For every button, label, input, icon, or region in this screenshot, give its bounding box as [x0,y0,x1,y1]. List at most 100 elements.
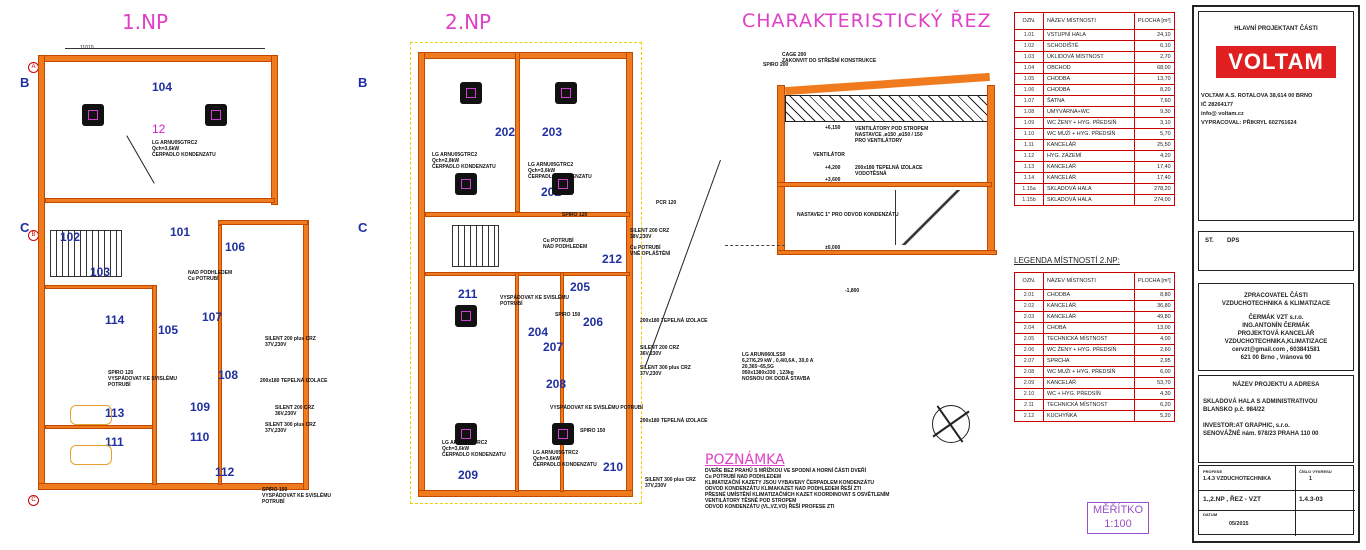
date-label: DATUM [1203,512,1218,517]
room-code: 1.06 [1014,84,1044,96]
wall-113 [45,425,155,429]
room-area: 6,20 [1134,399,1175,411]
stage-value: DPS [1227,238,1240,244]
date-value: 05/2015 [1229,521,1249,527]
room-code: 2.02 [1014,300,1044,312]
room-area: 53,70 [1134,377,1175,389]
wall-stair [218,220,308,225]
room-name: VSTUPNÍ HALA [1043,29,1135,41]
note-silent300b: SILENT 300 plus CRZ 37V,230V [645,477,696,489]
level-label: +4,200 [825,165,841,171]
room-area: 25,50 [1134,139,1175,151]
room-code: 1.11 [1014,139,1044,151]
room-209: 209 [458,468,479,482]
ac-cassette-icon [552,423,574,445]
room-203: 203 [542,125,563,139]
north-arrow-icon [932,405,970,443]
room-area: 49,80 [1134,311,1175,323]
wall-north [38,55,278,62]
profese-label: PROFESE [1203,469,1223,474]
wall-east [271,55,278,205]
room-code: 1.03 [1014,51,1044,63]
note-ventilator: VENTILÁTOR [813,152,845,158]
legend-2np-title: LEGENDA MÍSTNOSTÍ 2.NP: [1014,256,1120,265]
col-header: NÁZEV MÍSTNOSTI [1043,272,1135,290]
ac-cassette-icon [205,104,227,126]
roof-outline [410,42,642,504]
note-cage: CAGE 200 ZAKONVIT DO STŘEŠNÍ KONSTRUKCE [782,52,877,64]
leader-line [126,135,155,184]
room-area: 24,10 [1134,29,1175,41]
room-area: 6,10 [1134,40,1175,52]
room-area: 6,00 [1134,366,1175,378]
drawing-code: 1.4.3-03 [1299,496,1323,503]
room-name: HYG. ZÁZEMÍ [1043,150,1135,162]
note-line: PŘESNÉ UMÍSTĚNÍ KLIMATIZAČNÍCH KAZET KOO… [705,492,890,498]
roof-slope [784,72,991,96]
room-code: 1.04 [1014,62,1044,74]
note-pcr: PCR 120 [656,200,677,206]
wall-east2 [303,220,309,490]
sheet-no: 1 [1309,476,1312,482]
note-line: Cu POTRUBÍ NAD PODHLEDEM [705,474,782,480]
note-line: VENTILÁTORY TĚSNĚ POD STROPEM [705,498,797,504]
note-vyspadovat2: VYSPÁDOVAT KE SVISLÉMU POTRUBÍ [550,405,643,411]
roof-truss [785,95,992,122]
room-code: 2.12 [1014,410,1044,422]
room-area: 278,20 [1134,183,1175,195]
note-tepelna: 200x180 TEPELNÁ IZOLACE [260,378,328,384]
room-code: 1.15b [1014,194,1044,206]
ac-cassette-icon [555,82,577,104]
room-code: 2.04 [1014,322,1044,334]
note-izol: 200x180 TEPELNÁ IZOLACE VODOTĚSNÁ [855,165,923,177]
room-code: 1.05 [1014,73,1044,85]
note-line: ODVOD KONDENZÁTU KLIMAKAZET NAD PODHLEDE… [705,486,862,492]
title-block: HLAVNÍ PROJEKTANT ČÁSTI VOLTAM VOLTAM A.… [1192,5,1360,543]
main-designer-header: HLAVNÍ PROJEKTANT ČÁSTI [1234,26,1318,32]
room-area: 3,10 [1134,117,1175,129]
section-title: CHARAKTERISTICKÝ ŘEZ [742,10,992,32]
room-name: KANCELÁŘ [1043,377,1135,389]
room-101: 101 [170,225,191,239]
wall-mid2 [425,272,630,276]
profese-value: 1.4.3 VZDUCHOTECHNIKA [1203,476,1271,482]
leader-line [644,159,721,367]
room-code: 2.06 [1014,344,1044,356]
investor: INVESTOR:AT GRAPHIC, s.r.o. SENOVÁŽNÉ ná… [1203,423,1319,437]
room-205: 205 [570,280,591,294]
wall-core [218,225,222,485]
level-label: ±0,000 [825,245,841,251]
room-name: SPRCHA [1043,355,1135,367]
level-label: +6,150 [825,125,841,131]
note-nastavec: NASTAVEC 1" PRO ODVOD KONDENZÁTU [797,212,899,218]
room-name: OBCHOD [1043,62,1135,74]
room-area: 4,30 [1134,388,1175,400]
wall-211 [515,272,519,492]
note-silent300: SILENT 300 plus CRZ 37V,230V [640,365,691,377]
room-code: 1.10 [1014,128,1044,140]
wall-north [418,52,633,59]
note-spiro120: SPIRO 120 [562,212,588,218]
room-name: CHODBA [1043,73,1135,85]
wall-114 [45,285,155,289]
room-area: 7,60 [1134,95,1175,107]
ground-line [725,245,785,246]
col-header: PLOCHA [m²] [1134,12,1175,30]
room-area: 274,00 [1134,194,1175,206]
room-112: 112 [215,465,235,479]
room-code: 2.08 [1014,366,1044,378]
note-ac-202: LG ARNU05GTRC2 Qch=2,8kW ČERPADLO KONDEN… [432,152,496,170]
project-title: NÁZEV PROJEKTU A ADRESA [1232,382,1320,388]
